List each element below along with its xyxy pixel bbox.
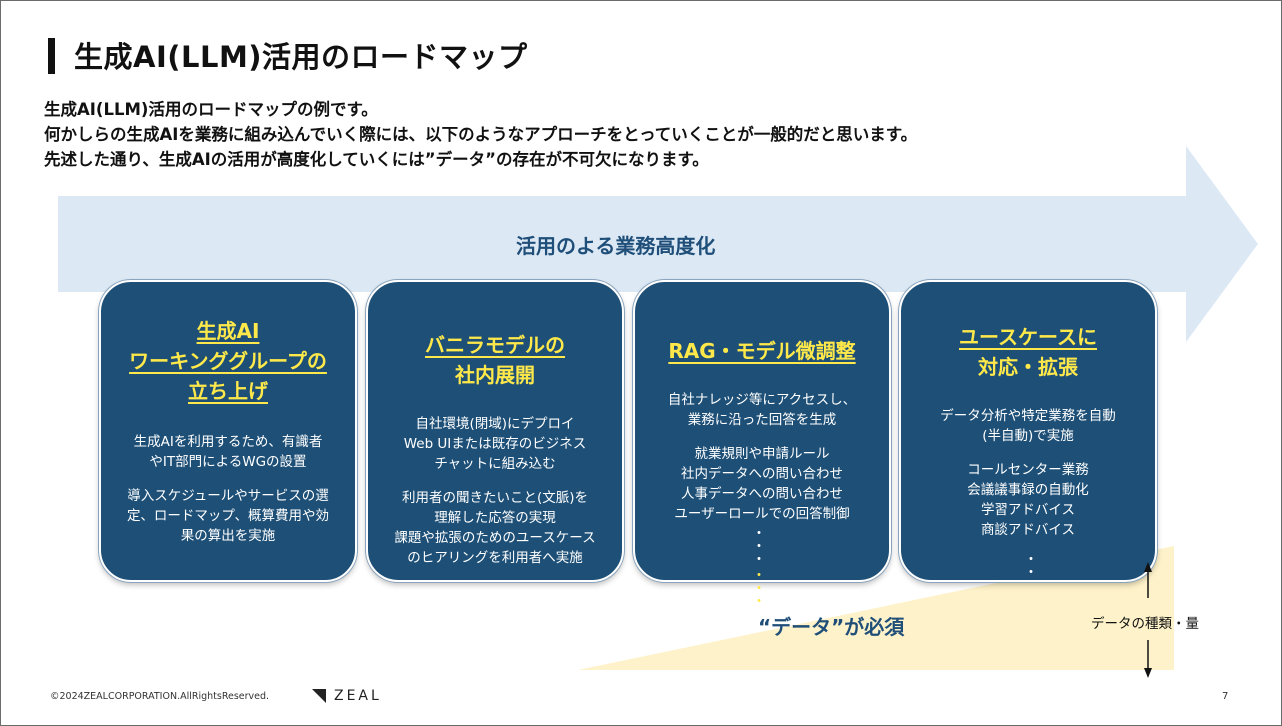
card-body-line: Web UIまたは既存のビジネス (403, 436, 587, 452)
card-body-line: (半自動)で実施 (982, 428, 1074, 444)
card-title-line: RAG・モデル微調整 (668, 339, 856, 363)
card-body-line: 就業規則や申請ルール (694, 446, 830, 462)
card-body-line: 社内データへの問い合わせ (681, 466, 843, 482)
card-body-line: ユーザーロールでの回答制御 (674, 506, 850, 522)
card-title-line: ワーキンググループの (129, 349, 327, 373)
card-body-line: 課題や拡張のためのユースケース (394, 530, 596, 546)
zeal-logo: ZEAL (312, 688, 382, 704)
card-body: 自社環境(閉域)にデプロイ Web UIまたは既存のビジネス チャットに組み込む… (374, 414, 616, 568)
card-body-line: のヒアリングを利用者へ実施 (407, 550, 583, 566)
card-title-line: 立ち上げ (188, 379, 268, 403)
card-body: データ分析や特定業務を自動 (半自動)で実施 コールセンター業務 会議議事録の自… (907, 406, 1149, 540)
card-body-line: 自社ナレッジ等にアクセスし、 (667, 392, 857, 408)
card-body-line: 会議議事録の自動化 (967, 482, 1089, 498)
data-volume-label: データの種類・量 (1091, 616, 1199, 632)
card-body-line: データ分析や特定業務を自動 (940, 408, 1116, 424)
card-title: バニラモデルの 社内展開 (368, 330, 622, 390)
title-accent-bar (48, 38, 55, 74)
arrow-label: 活用のよる業務高度化 (516, 234, 716, 258)
card-title-line: ユースケースに (959, 325, 1097, 349)
zeal-logo-mark-icon (312, 689, 326, 703)
slide-title: 生成AI(LLM)活用のロードマップ (74, 40, 528, 74)
card-title: 生成AI ワーキンググループの 立ち上げ (101, 316, 355, 406)
roadmap-card-2: バニラモデルの 社内展開 自社環境(閉域)にデプロイ Web UIまたは既存のビ… (366, 280, 624, 582)
copyright: ©2024ZEALCORPORATION.AllRightsReserved. (50, 691, 270, 702)
card-title-line: 生成AI (196, 319, 260, 343)
card-body: 生成AIを利用するため、有識者 やIT部門によるWGの設置 導入スケジュールやサ… (107, 432, 349, 546)
card-body-line: 自社環境(閉域)にデプロイ (415, 416, 575, 432)
card-title: RAG・モデル微調整 (635, 336, 889, 366)
roadmap-card-1: 生成AI ワーキンググループの 立ち上げ 生成AIを利用するため、有識者 やIT… (99, 280, 357, 582)
card-body-line: 導入スケジュールやサービスの選 (127, 488, 329, 504)
card-body-line: 利用者の聞きたいこと(文脈)を (401, 490, 589, 506)
roadmap-card-3: RAG・モデル微調整 自社ナレッジ等にアクセスし、 業務に沿った回答を生成 就業… (633, 280, 891, 582)
card-body-line: 業務に沿った回答を生成 (687, 412, 837, 428)
card-body-line: やIT部門によるWGの設置 (149, 454, 307, 470)
card-body-line: 生成AIを利用するため、有識者 (133, 434, 323, 450)
intro-text: 生成AI(LLM)活用のロードマップの例です。 何かしらの生成AIを業務に組み込… (44, 97, 917, 172)
card-title-line: 対応・拡張 (978, 355, 1078, 379)
card-body-line: 果の算出を実施 (180, 528, 276, 544)
intro-line: 生成AI(LLM)活用のロードマップの例です。 (44, 100, 378, 119)
card-body-line: コールセンター業務 (967, 462, 1089, 478)
card-body-line: 商談アドバイス (980, 522, 1076, 538)
intro-line: 先述した通り、生成AIの活用が高度化していくには”データ”の存在が不可欠になりま… (44, 150, 709, 169)
intro-line: 何かしらの生成AIを業務に組み込んでいく際には、以下のようなアプローチをとってい… (44, 125, 918, 144)
roadmap-card-4: ユースケースに 対応・拡張 データ分析や特定業務を自動 (半自動)で実施 コール… (899, 280, 1157, 582)
card-title-line: バニラモデルの (425, 333, 565, 357)
continuation-dots-yellow: ・・・ (752, 568, 766, 610)
card-title-line: 社内展開 (455, 363, 535, 387)
data-required-label: “データ”が必須 (758, 615, 905, 639)
card-body-line: 理解した応答の実現 (434, 510, 556, 526)
continuation-dots: ・・ (1024, 552, 1038, 581)
card-body-line: 定、ロードマップ、概算費用や効 (126, 508, 330, 524)
card-title: ユースケースに 対応・拡張 (901, 322, 1155, 382)
page-number: 7 (1222, 691, 1229, 702)
card-body-line: 人事データへの問い合わせ (681, 486, 843, 502)
logo-text: ZEAL (334, 688, 382, 704)
card-body-line: 学習アドバイス (980, 502, 1076, 518)
continuation-dots: ・・・ (752, 526, 766, 568)
card-body: 自社ナレッジ等にアクセスし、 業務に沿った回答を生成 就業規則や申請ルール 社内… (641, 390, 883, 524)
card-body-line: チャットに組み込む (434, 456, 556, 472)
